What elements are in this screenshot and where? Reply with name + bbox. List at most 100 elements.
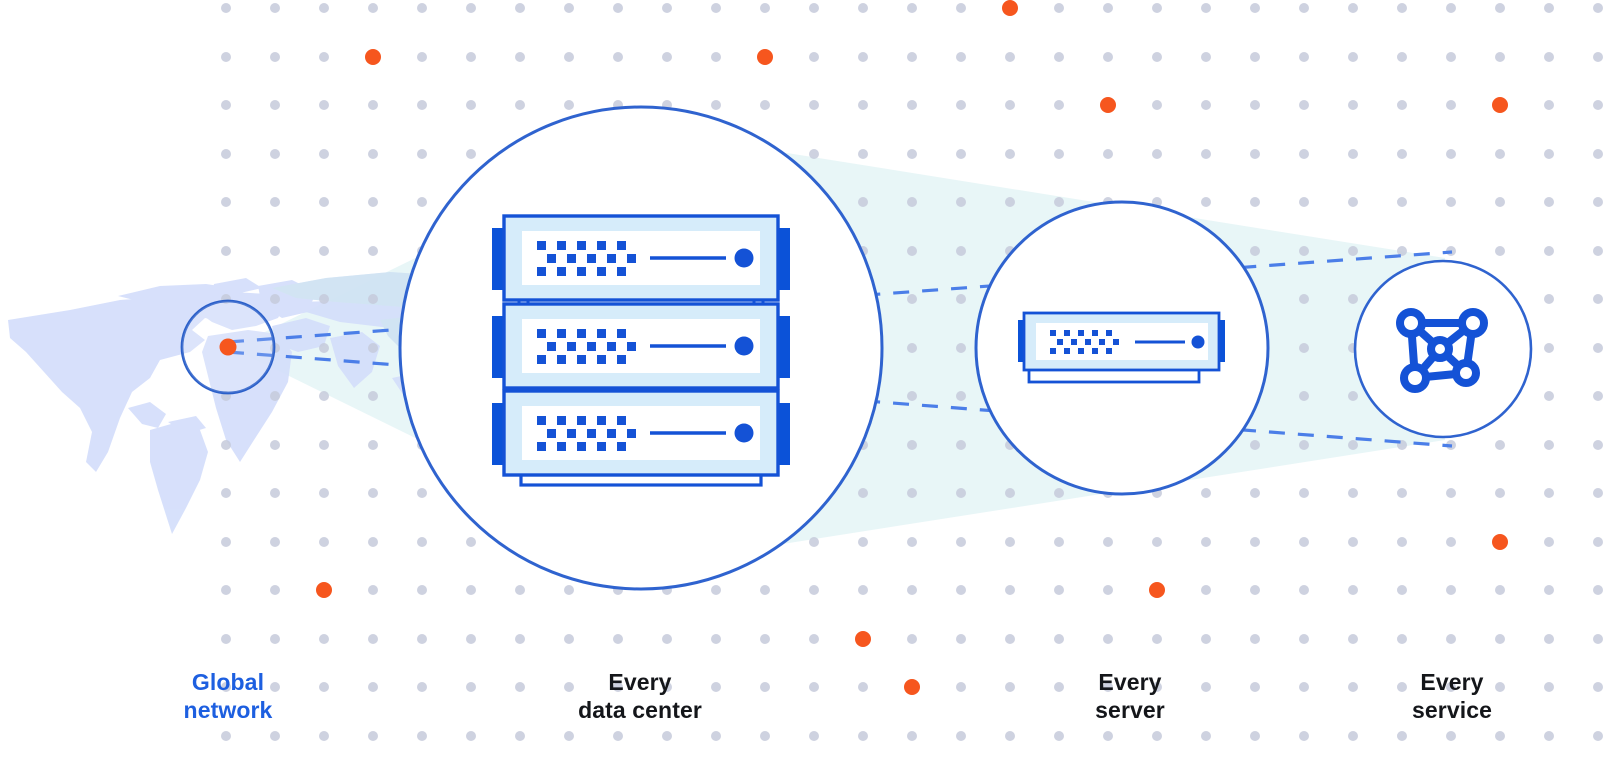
- grid-dot: [417, 634, 427, 644]
- grid-dot: [1495, 149, 1505, 159]
- grid-dot: [809, 100, 819, 110]
- grid-dot: [1348, 149, 1358, 159]
- grid-dot: [1348, 682, 1358, 692]
- grid-dot: [956, 197, 966, 207]
- grid-dot: [1593, 3, 1603, 13]
- grid-dot: [1593, 391, 1603, 401]
- grid-dot: [1348, 634, 1358, 644]
- grid-dot: [1495, 488, 1505, 498]
- grid-dot: [221, 682, 231, 692]
- grid-dot: [368, 488, 378, 498]
- grid-dot: [1299, 100, 1309, 110]
- grid-dot: [1250, 488, 1260, 498]
- location-pin-dot: [219, 338, 237, 356]
- grid-dot: [956, 246, 966, 256]
- grid-dot: [907, 52, 917, 62]
- grid-dot: [1495, 197, 1505, 207]
- grid-dot: [368, 343, 378, 353]
- grid-dot: [1201, 731, 1211, 741]
- grid-dot: [1593, 537, 1603, 547]
- grid-dot: [319, 682, 329, 692]
- grid-dot: [417, 731, 427, 741]
- grid-dot: [1299, 343, 1309, 353]
- grid-dot: [466, 3, 476, 13]
- grid-dot: [417, 197, 427, 207]
- grid-dot: [1299, 294, 1309, 304]
- grid-dot: [1054, 149, 1064, 159]
- grid-dot: [1250, 246, 1260, 256]
- grid-dot: [1397, 731, 1407, 741]
- grid-dot: [319, 100, 329, 110]
- grid-dot: [1250, 585, 1260, 595]
- grid-dot: [1348, 294, 1358, 304]
- grid-dot: [907, 488, 917, 498]
- grid-dot: [1593, 682, 1603, 692]
- grid-dot: [662, 682, 672, 692]
- grid-dot: [319, 488, 329, 498]
- grid-dot: [466, 585, 476, 595]
- grid-dot-highlight: [1002, 0, 1018, 16]
- grid-dot: [1544, 391, 1554, 401]
- grid-dot: [809, 682, 819, 692]
- grid-dot: [1544, 731, 1554, 741]
- grid-dot: [417, 488, 427, 498]
- grid-dot: [1544, 343, 1554, 353]
- grid-dot: [270, 537, 280, 547]
- grid-dot: [515, 585, 525, 595]
- grid-dot: [1348, 391, 1358, 401]
- grid-dot: [1544, 100, 1554, 110]
- grid-dot: [1250, 634, 1260, 644]
- grid-dot: [368, 440, 378, 450]
- grid-dot: [1005, 100, 1015, 110]
- grid-dot: [907, 343, 917, 353]
- grid-dot: [1054, 3, 1064, 13]
- grid-dot: [1544, 440, 1554, 450]
- single-server-illustration: [1018, 311, 1225, 384]
- grid-dot: [515, 682, 525, 692]
- grid-dot: [1005, 537, 1015, 547]
- grid-dot: [1250, 440, 1260, 450]
- grid-dot: [368, 246, 378, 256]
- grid-dot: [1397, 682, 1407, 692]
- grid-dot: [1544, 585, 1554, 595]
- grid-dot: [564, 52, 574, 62]
- grid-dot: [319, 440, 329, 450]
- grid-dot: [1152, 634, 1162, 644]
- grid-dot: [1593, 440, 1603, 450]
- grid-dot-highlight: [1100, 97, 1116, 113]
- grid-dot: [1005, 52, 1015, 62]
- grid-dot: [1495, 585, 1505, 595]
- grid-dot: [1544, 682, 1554, 692]
- label-every-service: Every service: [1412, 669, 1492, 724]
- grid-dot: [613, 634, 623, 644]
- grid-dot: [1593, 488, 1603, 498]
- grid-dot: [1005, 731, 1015, 741]
- grid-dot: [221, 197, 231, 207]
- grid-dot: [1201, 52, 1211, 62]
- grid-dot: [956, 682, 966, 692]
- grid-dot: [1495, 440, 1505, 450]
- grid-dot: [319, 294, 329, 304]
- grid-dot: [1250, 100, 1260, 110]
- grid-dot: [1544, 149, 1554, 159]
- grid-dot: [1201, 149, 1211, 159]
- grid-dot: [1348, 246, 1358, 256]
- grid-dot: [1397, 537, 1407, 547]
- grid-dot: [1299, 682, 1309, 692]
- grid-dot: [956, 634, 966, 644]
- grid-dot: [809, 731, 819, 741]
- grid-dot: [368, 149, 378, 159]
- grid-dot: [613, 52, 623, 62]
- grid-dot: [319, 343, 329, 353]
- grid-dot: [1446, 3, 1456, 13]
- grid-dot: [368, 391, 378, 401]
- grid-dot: [613, 682, 623, 692]
- grid-dot: [1397, 634, 1407, 644]
- grid-dot: [564, 634, 574, 644]
- grid-dot: [1299, 488, 1309, 498]
- grid-dot: [1446, 731, 1456, 741]
- grid-dot: [466, 731, 476, 741]
- server-rack-illustration: [492, 214, 790, 487]
- grid-dot: [1593, 149, 1603, 159]
